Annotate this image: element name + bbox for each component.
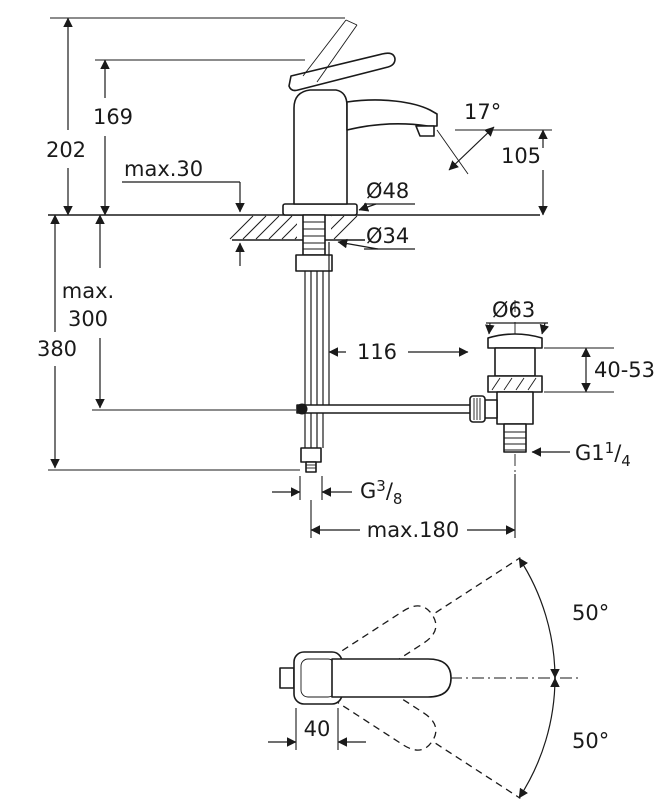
- side-view: 202 169 max.30 17° 105 Ø48: [37, 17, 655, 542]
- dim-rod-length: max. 300: [62, 214, 296, 411]
- base-plate: [282, 203, 358, 216]
- spout-outlet: [415, 125, 435, 137]
- waste-lower-body: [496, 391, 534, 425]
- rod-adjuster-knob: [469, 395, 486, 423]
- dim-202-label: 202: [46, 138, 86, 162]
- dim-max180-label: max.180: [367, 518, 460, 542]
- plan-view: 50° 50° 40: [268, 557, 609, 799]
- dim-4053-label: 40-53: [594, 358, 655, 382]
- hose-nipple: [305, 461, 317, 473]
- dim-flange-diameter: Ø63: [485, 298, 550, 335]
- dim-hose-length: 380: [37, 214, 300, 471]
- raised-handle-tip: [345, 19, 358, 26]
- waste-assembly: [469, 300, 543, 472]
- handle-rotated-up: [321, 605, 437, 697]
- spout-stub-plan: [279, 667, 295, 689]
- spout: [346, 99, 438, 131]
- dim-d48-label: Ø48: [366, 179, 409, 203]
- rod-ball-joint: [296, 403, 308, 415]
- mounting-and-hoses: [295, 214, 333, 473]
- dim-max-reach: max.180: [310, 474, 516, 542]
- horizontal-rod: [296, 404, 483, 414]
- dim-max30-label: max.30: [124, 157, 203, 181]
- dim-169-label: 169: [93, 105, 133, 129]
- dim-d34-label: Ø34: [366, 224, 409, 248]
- dim-supply-thread: G3/8: [272, 476, 402, 508]
- dim-105-label: 105: [501, 144, 541, 168]
- dim-g114-label: G11/4: [575, 439, 631, 470]
- dim-spray-angle: 17°: [436, 100, 501, 175]
- handle-swing-upper: [321, 557, 521, 697]
- dim-projection: 116: [328, 340, 469, 364]
- dim-waste-adjust-range: 40-53: [544, 347, 655, 393]
- lever-handle: [288, 52, 396, 92]
- dim-50deg-top-label: 50°: [572, 601, 609, 625]
- waste-flange: [487, 333, 543, 349]
- dim-116-label: 116: [357, 340, 397, 364]
- dim-max300-label-line1: max.: [62, 279, 114, 303]
- dim-spout-height: 169: [93, 59, 133, 216]
- dim-50deg-bottom-label: 50°: [572, 729, 609, 753]
- dim-40-label: 40: [304, 717, 331, 741]
- faucet-column: [293, 89, 348, 205]
- raised-handle-line: [302, 19, 347, 77]
- dim-deck-thickness: max.30: [122, 157, 245, 266]
- waste-side-port: [483, 399, 498, 419]
- dim-swing-angles: 50° 50°: [518, 557, 609, 799]
- dim-d63-label: Ø63: [492, 298, 535, 322]
- hose-fitting: [300, 447, 322, 463]
- lever-plan: [331, 658, 452, 698]
- dim-17deg-label: 17°: [464, 100, 501, 124]
- mounting-nut: [295, 254, 333, 272]
- dim-overall-height: 202: [46, 17, 86, 216]
- dim-base-diameter: Ø48: [358, 179, 415, 212]
- countertop-section: [48, 214, 540, 241]
- dim-waste-thread: G11/4: [531, 439, 631, 470]
- dim-outlet-height: 105: [501, 129, 548, 216]
- dim-hole-diameter: Ø34: [337, 224, 415, 250]
- handle-rotated-down: [321, 659, 437, 751]
- raised-handle-line: [316, 24, 358, 83]
- handle-swing-lower: [321, 659, 521, 799]
- dim-handle-width: 40: [268, 708, 366, 750]
- waste-upper-body: [494, 347, 536, 377]
- dim-max300-label-line2: 300: [68, 307, 108, 331]
- dim-g38-label: G3/8: [360, 477, 402, 508]
- faucet-body: [282, 19, 438, 216]
- handle-plan-solid: [279, 651, 452, 705]
- dim-380-label: 380: [37, 337, 77, 361]
